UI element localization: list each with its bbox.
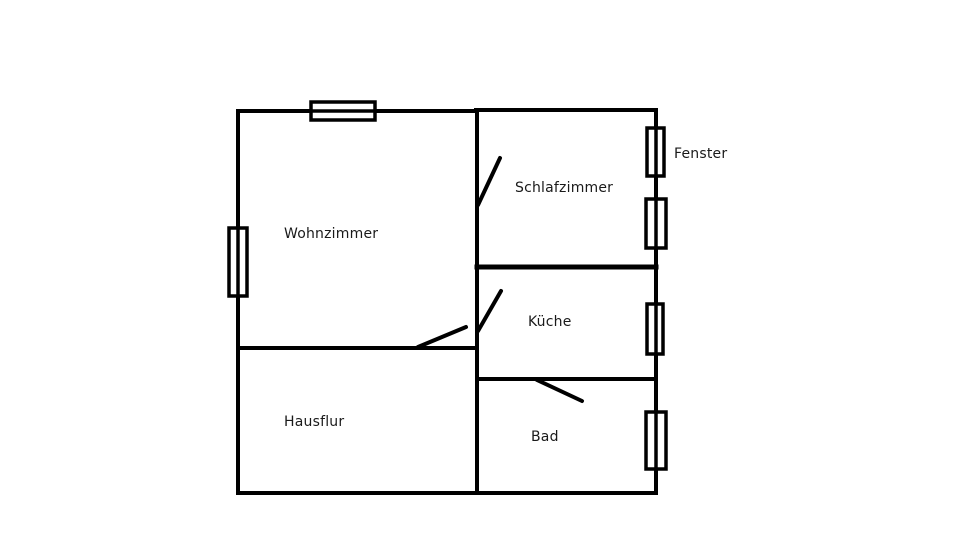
window-wohnzimmer-top [309, 100, 377, 122]
label-fenster: Fenster [674, 146, 728, 162]
door-schlafzimmer [476, 156, 502, 207]
windows [227, 100, 668, 471]
window-schlafzimmer-2 [644, 197, 668, 250]
window-kueche [645, 302, 665, 356]
label-kueche: Küche [528, 314, 572, 330]
doors [416, 156, 584, 403]
door-kueche [476, 289, 503, 333]
window-wohnzimmer-left [227, 226, 249, 298]
interior-walls [236, 108, 659, 495]
window-schlafzimmer-1 [645, 126, 666, 178]
door-bad [535, 378, 584, 403]
outer-walls [236, 108, 658, 495]
label-schlafzimmer: Schlafzimmer [515, 180, 614, 196]
label-bad: Bad [531, 429, 559, 445]
door-wohnzimmer [416, 325, 468, 349]
label-hausflur: Hausflur [284, 414, 345, 430]
window-bad [644, 410, 668, 471]
label-wohnzimmer: Wohnzimmer [284, 226, 379, 242]
